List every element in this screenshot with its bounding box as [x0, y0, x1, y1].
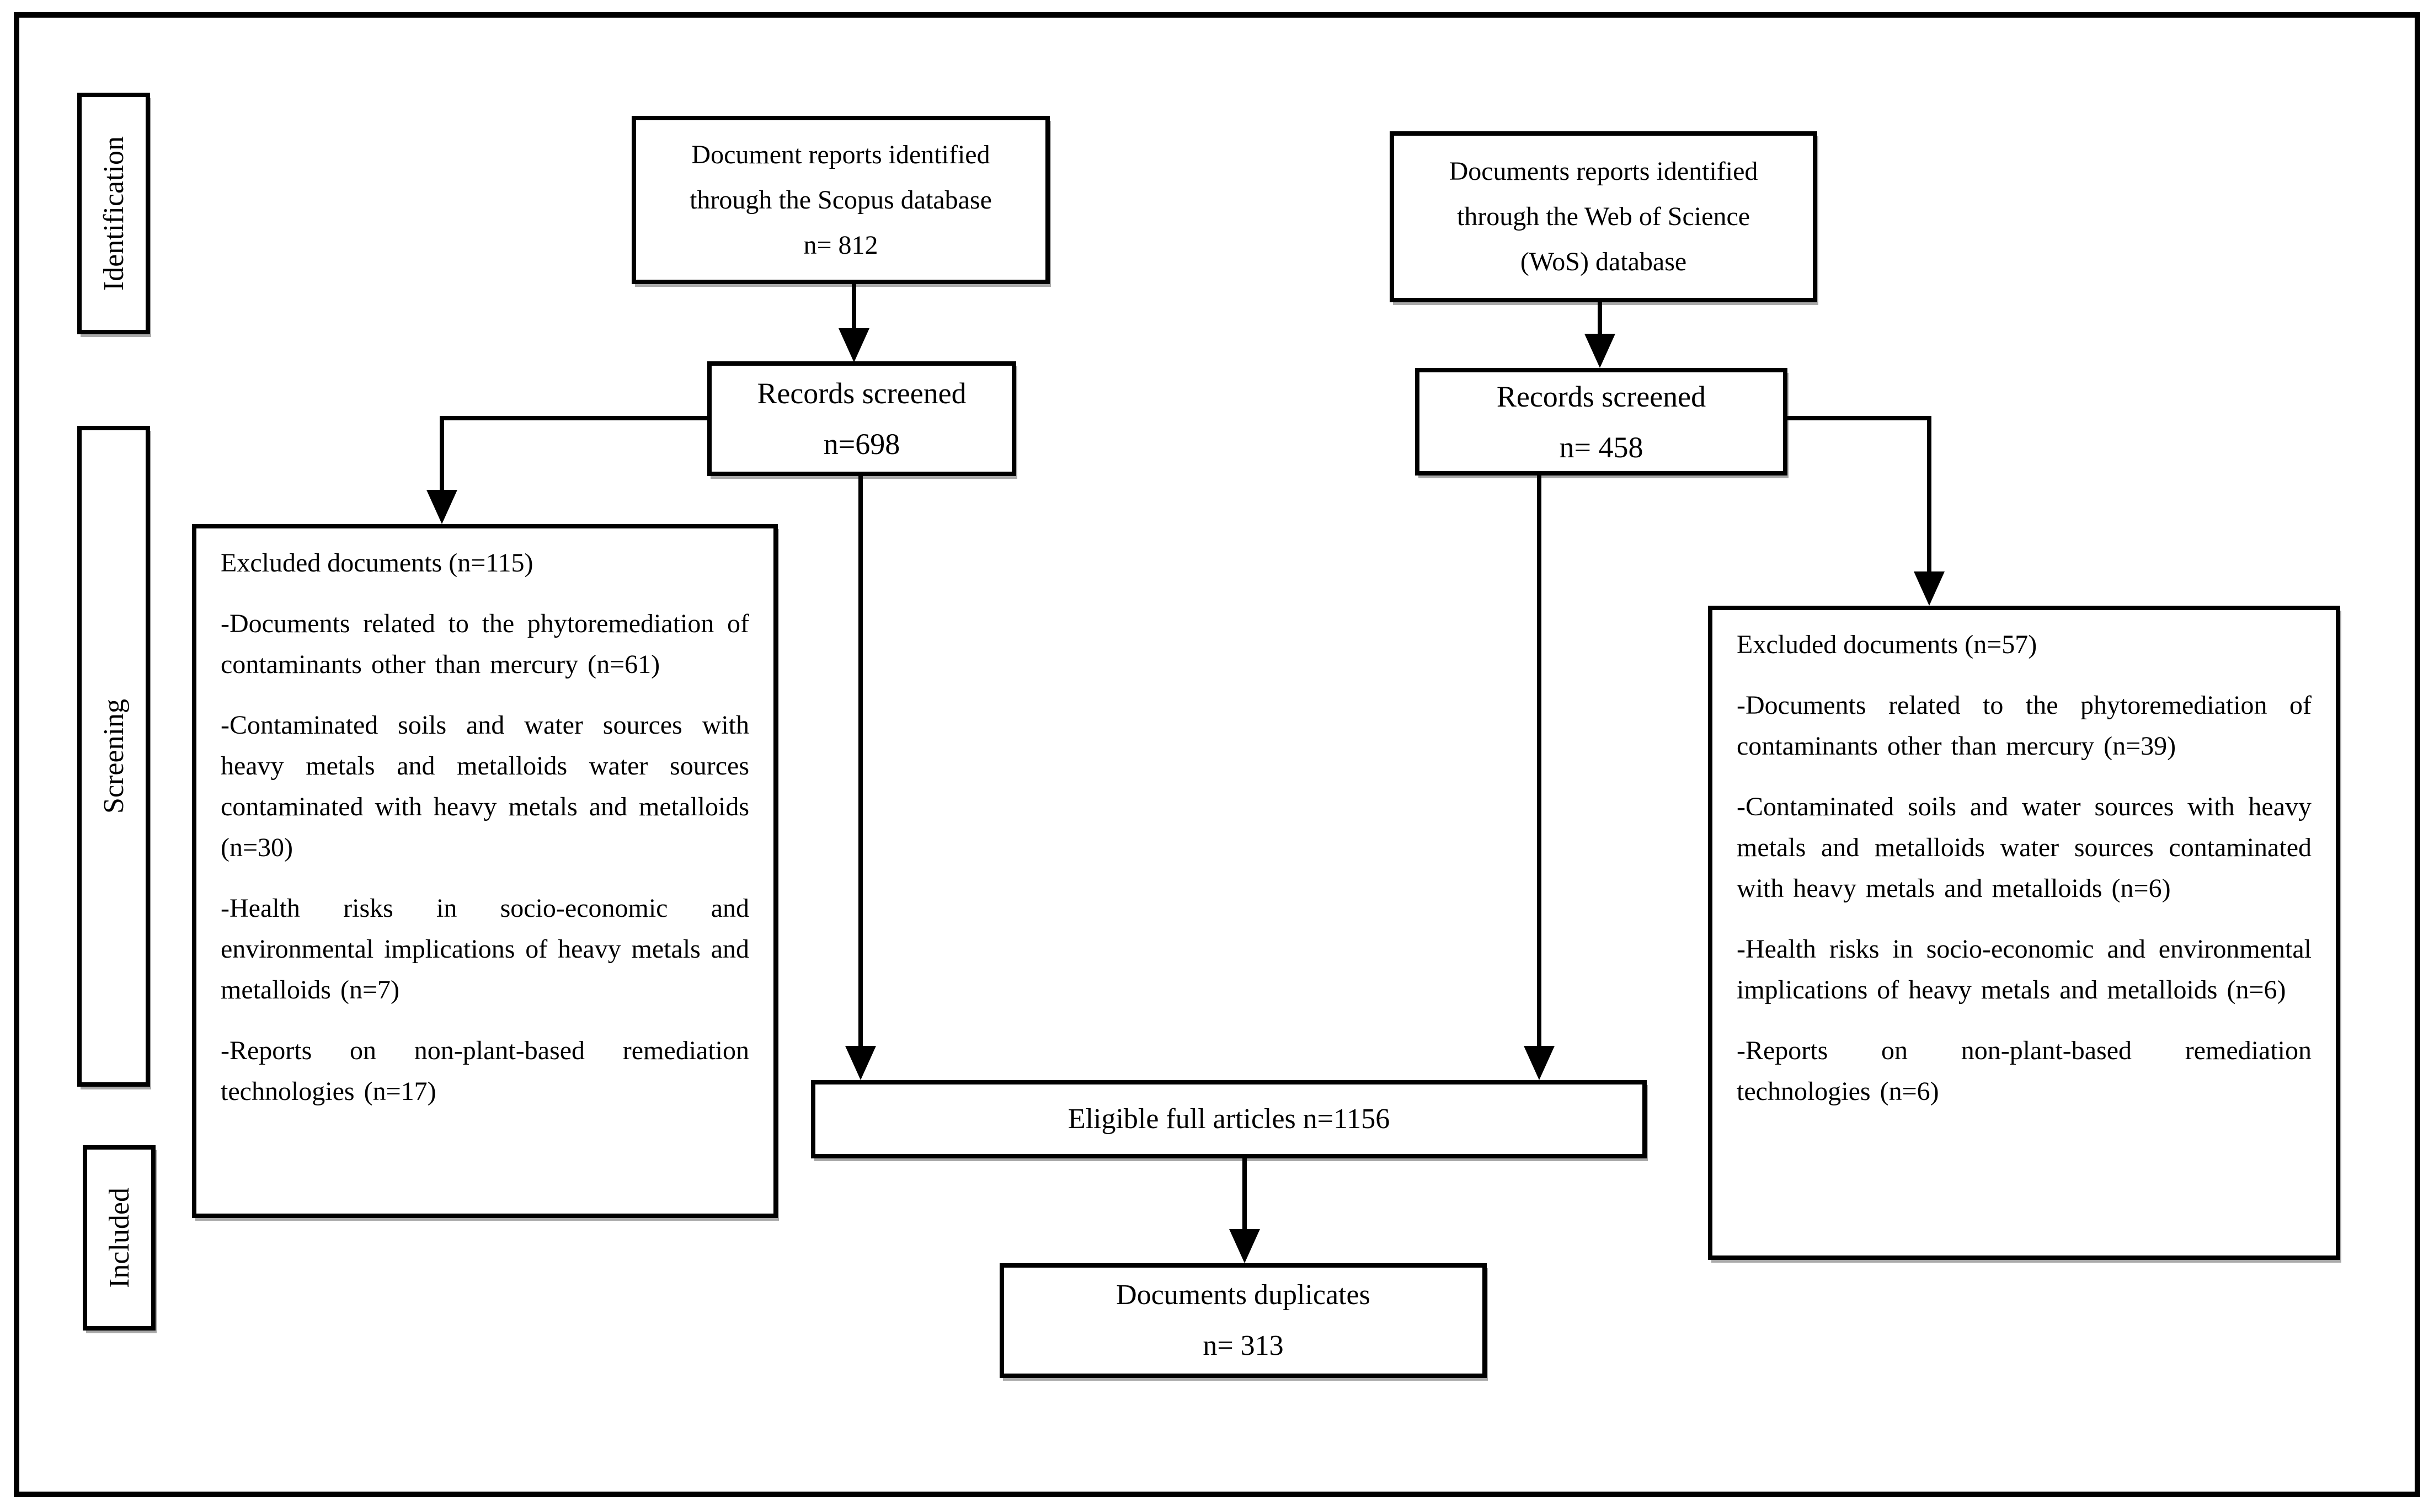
records-screened-scopus-count: n=698: [823, 428, 900, 461]
excluded-scopus-item-3: -Health risks in socio-economic and envi…: [221, 894, 749, 1005]
excluded-scopus-item-4: -Reports on non-plant-based remediation …: [221, 1036, 749, 1106]
stage-box-identification: Identification: [77, 93, 150, 334]
arrowhead-duplicates: [1229, 1229, 1260, 1263]
records-screened-scopus-label: Records screened: [757, 377, 967, 410]
excluded-scopus-title: Excluded documents (n=115): [221, 548, 533, 578]
box-excluded-scopus: Excluded documents (n=115) -Documents re…: [192, 524, 778, 1218]
connector-eligible-to-duplicates: [1242, 1158, 1247, 1232]
arrowhead-scopus-to-screened: [839, 328, 869, 362]
stage-label-included: Included: [103, 1188, 135, 1288]
connector-screened-scopus-to-excluded-h: [440, 416, 707, 420]
documents-duplicates-label: Documents duplicates: [1116, 1279, 1370, 1311]
records-screened-wos-label: Records screened: [1496, 380, 1706, 413]
connector-screened-scopus-to-excluded-v: [440, 416, 444, 494]
box-wos-line3: (WoS) database: [1520, 247, 1687, 276]
excluded-scopus-item-1: -Documents related to the phytoremediati…: [221, 609, 749, 679]
documents-duplicates-count: n= 313: [1203, 1330, 1284, 1361]
box-excluded-wos: Excluded documents (n=57) -Documents rel…: [1708, 606, 2340, 1260]
eligible-articles-label: Eligible full articles n=1156: [1067, 1103, 1390, 1135]
connector-screened-wos-to-excluded-h: [1787, 416, 1931, 420]
records-screened-wos-count: n= 458: [1559, 430, 1643, 464]
box-documents-duplicates: Documents duplicates n= 313: [1000, 1263, 1487, 1378]
excluded-wos-item-3: -Health risks in socio-economic and envi…: [1737, 934, 2312, 1005]
excluded-wos-item-4: -Reports on non-plant-based remediation …: [1737, 1036, 2312, 1106]
arrowhead-wos-to-screened: [1584, 334, 1615, 368]
stage-box-included: Included: [83, 1145, 156, 1331]
box-scopus-count: n= 812: [803, 230, 878, 260]
box-records-screened-wos: Records screened n= 458: [1415, 368, 1787, 475]
box-eligible-articles: Eligible full articles n=1156: [811, 1080, 1647, 1158]
connector-screened-wos-to-eligible: [1537, 475, 1541, 1050]
box-scopus-identified: Document reports identified through the …: [632, 116, 1050, 284]
box-wos-identified: Documents reports identified through the…: [1390, 131, 1817, 302]
box-records-screened-scopus: Records screened n=698: [707, 361, 1016, 476]
stage-box-screening: Screening: [77, 426, 150, 1087]
connector-screened-scopus-to-eligible: [858, 476, 863, 1050]
stage-label-screening: Screening: [98, 699, 130, 814]
box-scopus-line2: through the Scopus database: [690, 185, 992, 215]
box-wos-line1: Documents reports identified: [1449, 157, 1758, 186]
connector-screened-wos-to-excluded-v: [1927, 416, 1931, 575]
arrowhead-eligible-right: [1524, 1046, 1555, 1080]
excluded-scopus-item-2: -Contaminated soils and water sources wi…: [221, 710, 749, 862]
excluded-wos-item-2: -Contaminated soils and water sources wi…: [1737, 792, 2312, 903]
connector-scopus-to-screened: [852, 284, 856, 333]
stage-label-identification: Identification: [98, 136, 130, 291]
excluded-wos-item-1: -Documents related to the phytoremediati…: [1737, 691, 2312, 761]
arrowhead-excluded-scopus: [426, 490, 457, 524]
figure-border: [14, 12, 2420, 1497]
excluded-wos-title: Excluded documents (n=57): [1737, 630, 2037, 659]
box-scopus-line1: Document reports identified: [691, 140, 990, 169]
arrowhead-eligible-left: [845, 1046, 876, 1080]
arrowhead-excluded-wos: [1914, 571, 1945, 606]
connector-wos-to-screened: [1598, 302, 1602, 339]
box-wos-line2: through the Web of Science: [1456, 202, 1750, 231]
